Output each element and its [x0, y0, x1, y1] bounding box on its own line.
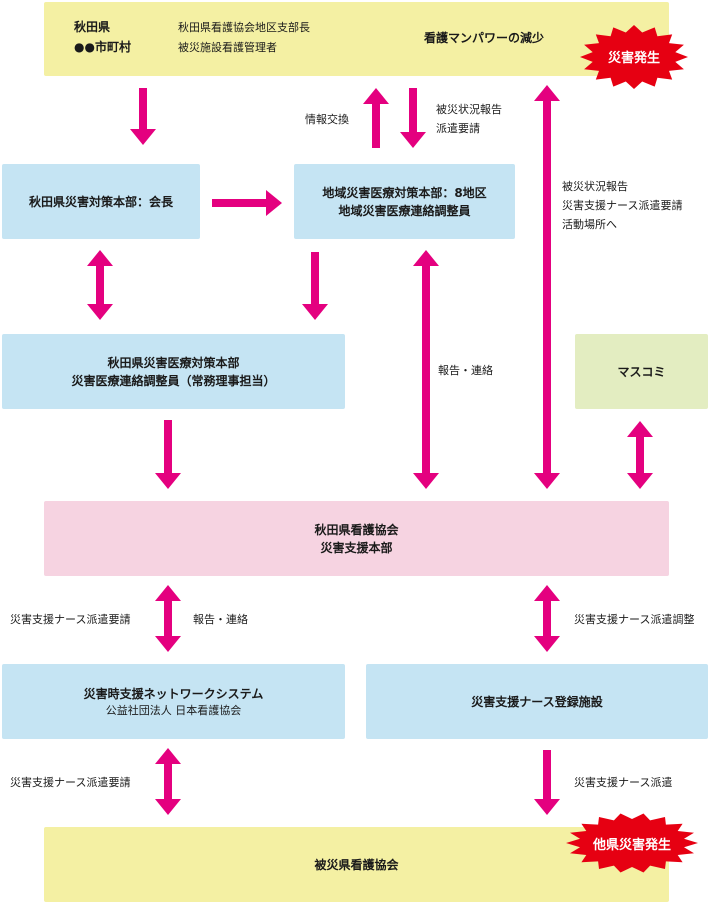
label-right-3: 活動場所へ: [562, 218, 617, 231]
role-nursing-manager: 被災施設看護管理者: [178, 41, 277, 54]
disaster-badge: 災害発生: [607, 51, 660, 66]
regional-hq-line2: 地域災害医療連絡調整員: [338, 203, 471, 218]
arrow-regional-to-top: [363, 88, 389, 148]
pref-disaster-hq: 秋田県災害対策本部：会長: [2, 164, 200, 239]
label-right-1: 被災状況報告: [562, 180, 628, 193]
municipality-label: ●●市町村: [74, 40, 131, 54]
pref-disaster-hq-label: 秋田県災害対策本部：会長: [28, 194, 173, 209]
network-subtitle: 公益社団法人 日本看護協会: [105, 703, 242, 717]
media-label: マスコミ: [617, 364, 666, 379]
arrow-top-to-nursing-long: [534, 85, 560, 489]
nursing-assoc-line1: 秋田県看護協会: [314, 522, 399, 537]
disaster-burst-icon: [580, 25, 688, 89]
arrow-pref-to-medical: [87, 250, 113, 320]
manpower-note: 看護マンパワーの減少: [424, 31, 545, 45]
label-dispatch-adjust: 災害支援ナース派遣調整: [574, 613, 695, 626]
nursing-assoc-hq: 秋田県看護協会 災害支援本部: [44, 501, 669, 576]
affected-nursing-assoc: 被災県看護協会: [44, 827, 669, 902]
medical-hq-line2: 災害医療連絡調整員（常務理事担当）: [71, 373, 276, 388]
arrow-medical-to-nursing: [155, 420, 181, 489]
media-box: マスコミ: [575, 334, 708, 409]
network-title: 災害時支援ネットワークシステム: [83, 686, 264, 701]
registered-facility-label: 災害支援ナース登録施設: [471, 694, 603, 709]
label-report-contact-left: 報告・連絡: [193, 613, 248, 626]
top-bar: [44, 2, 669, 76]
other-disaster-burst-icon: [566, 813, 698, 873]
pref-medical-hq: 秋田県災害医療対策本部 災害医療連絡調整員（常務理事担当）: [2, 334, 345, 409]
label-dispatch-request-left: 災害支援ナース派遣要請: [10, 613, 131, 626]
arrow-top-to-regional: [400, 88, 426, 148]
prefecture-label: 秋田県: [74, 20, 111, 34]
network-system: 災害時支援ネットワークシステム 公益社団法人 日本看護協会: [2, 664, 345, 739]
label-dispatch-request: 派遣要請: [436, 122, 480, 135]
arrow-pref-to-regional: [212, 190, 282, 216]
affected-assoc-label: 被災県看護協会: [314, 857, 399, 872]
arrow-nursing-registered: [534, 585, 560, 652]
label-report-contact-mid: 報告・連絡: [438, 364, 493, 377]
role-branch-chief: 秋田県看護協会地区支部長: [178, 21, 310, 34]
label-right-2: 災害支援ナース派遣要請: [562, 199, 683, 212]
arrow-regional-to-medical: [302, 252, 328, 320]
medical-hq-line1: 秋田県災害医療対策本部: [107, 355, 240, 370]
label-dispatch-bottom: 災害支援ナース派遣: [574, 776, 673, 789]
arrow-media-nursing: [627, 421, 653, 489]
arrow-network-affected: [155, 748, 181, 815]
arrow-regional-to-nursing: [413, 250, 439, 489]
registered-facility: 災害支援ナース登録施設: [366, 664, 708, 739]
arrow-registered-affected: [534, 750, 560, 815]
arrow-top-to-pref-hq: [130, 88, 156, 145]
regional-hq-line1: 地域災害医療対策本部：8地区: [322, 185, 487, 200]
label-info-exchange: 情報交換: [305, 113, 349, 126]
label-damage-report: 被災状況報告: [436, 103, 502, 116]
arrow-nursing-network: [155, 585, 181, 652]
regional-medical-hq: 地域災害医療対策本部：8地区 地域災害医療連絡調整員: [294, 164, 515, 239]
label-dispatch-request-bottom: 災害支援ナース派遣要請: [10, 776, 131, 789]
nursing-assoc-line2: 災害支援本部: [320, 540, 393, 555]
other-disaster-badge: 他県災害発生: [592, 838, 671, 853]
